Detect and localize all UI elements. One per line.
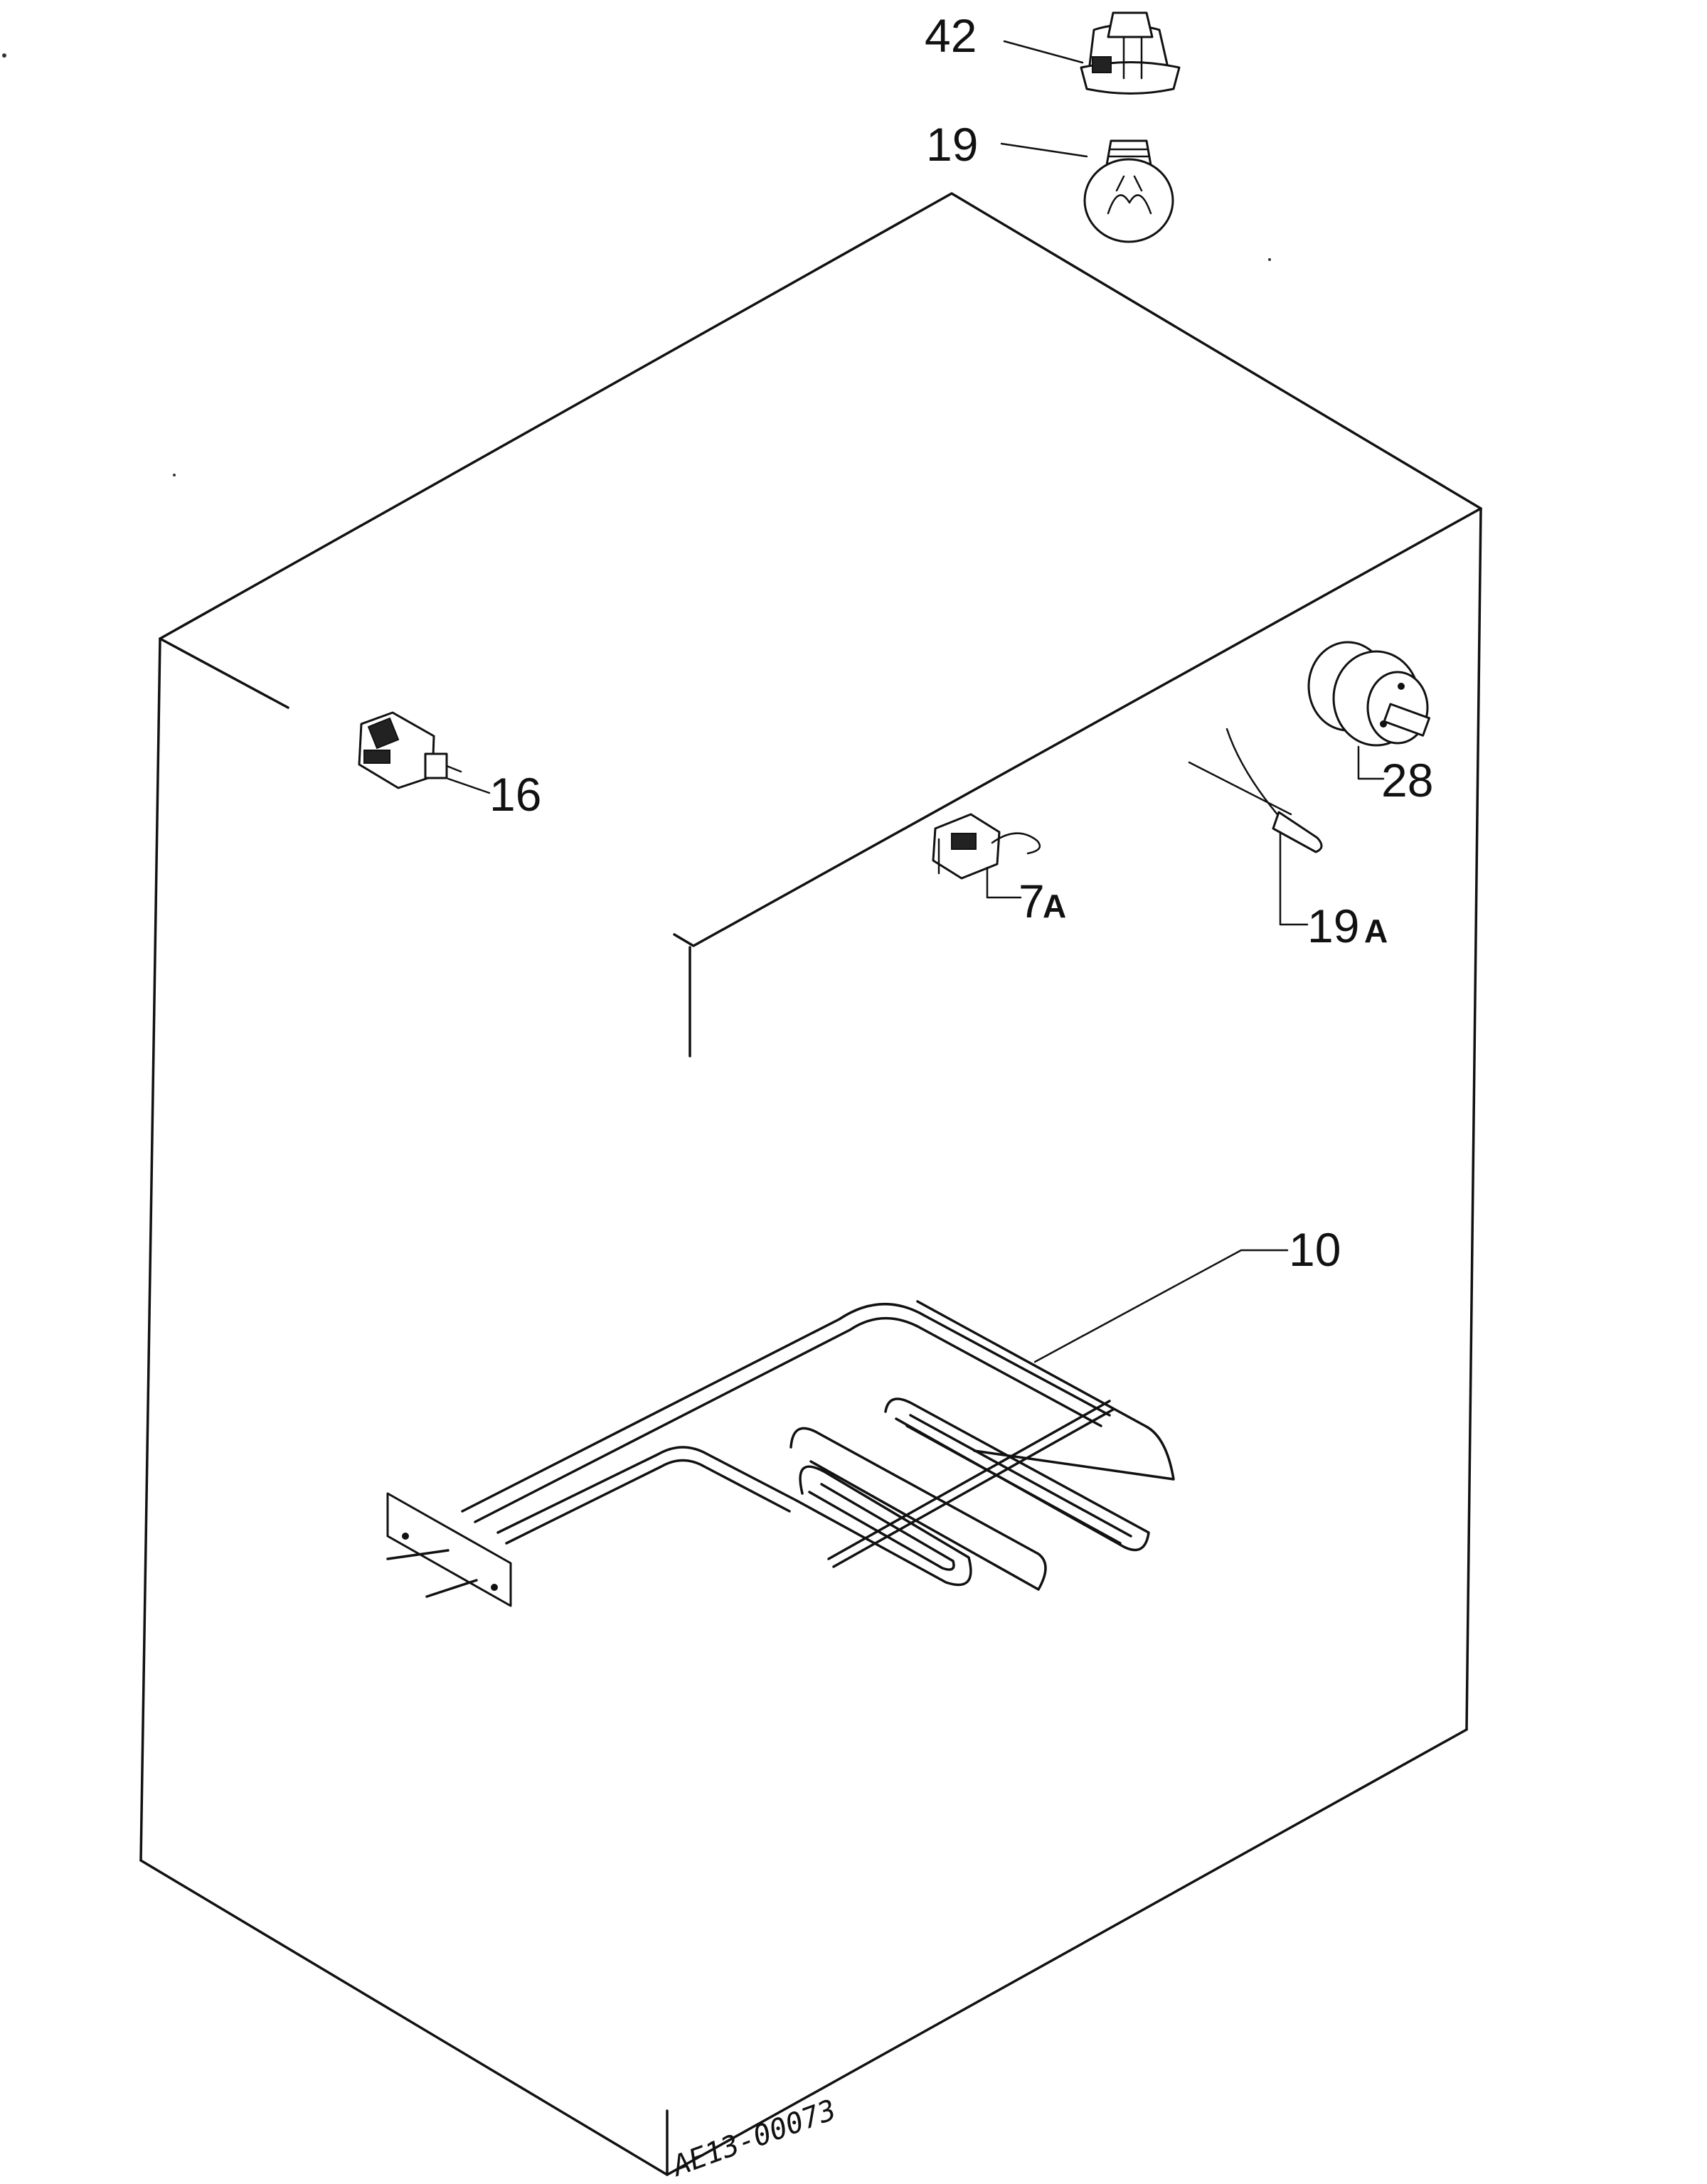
timer-switch-part xyxy=(1307,641,1431,747)
label-part-16: 16 xyxy=(489,768,541,821)
grill-heating-element-part xyxy=(386,1300,1175,1607)
oven-cabinet-outline xyxy=(2,53,1482,2176)
label-part-7a-suffix: A xyxy=(1043,888,1066,925)
label-part-28: 28 xyxy=(1381,754,1433,806)
leader-line-16 xyxy=(447,777,491,794)
leader-line-19 xyxy=(1000,142,1088,158)
leader-line-42 xyxy=(1003,40,1084,64)
push-switch-part xyxy=(358,711,462,789)
temperature-sensor-part xyxy=(1188,728,1323,853)
label-part-19: 19 xyxy=(926,118,978,171)
lamp-holder-part xyxy=(1080,11,1181,95)
label-part-10: 10 xyxy=(1289,1223,1341,1276)
label-part-42: 42 xyxy=(925,9,977,62)
leader-line-10 xyxy=(1033,1249,1289,1363)
drawing-reference-code: AE13-00073 xyxy=(666,2094,841,2184)
label-part-19a-suffix: A xyxy=(1364,912,1388,949)
oven-lamp-bulb-part xyxy=(1083,139,1174,243)
leader-line-19a xyxy=(1279,831,1309,926)
leader-line-28 xyxy=(1357,745,1385,780)
label-part-19a-number: 19 xyxy=(1307,900,1359,952)
safety-thermostat-part xyxy=(932,813,1041,880)
label-part-7a-number: 7 xyxy=(1019,875,1045,927)
leader-line-7a xyxy=(986,866,1022,899)
